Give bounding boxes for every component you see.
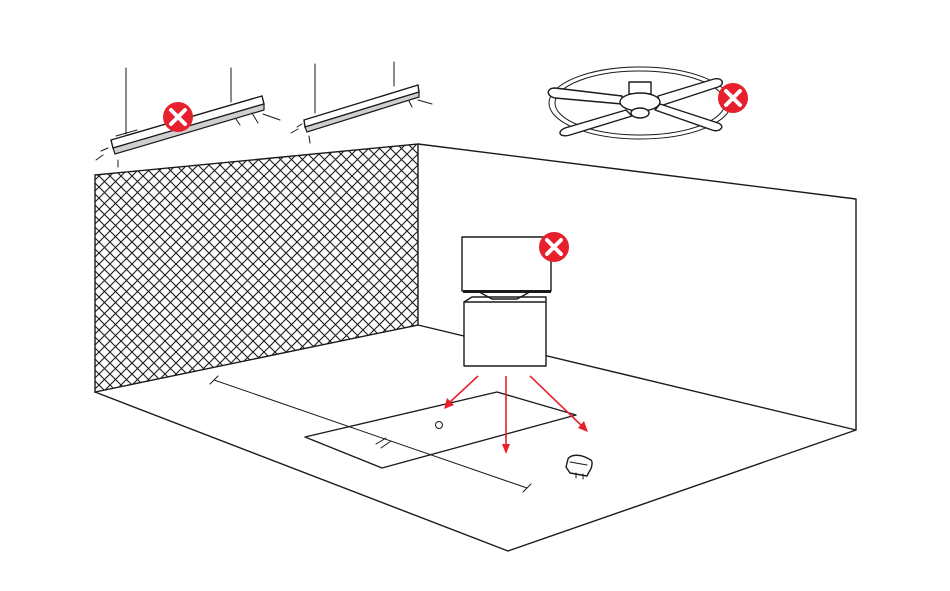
x-circle-icon xyxy=(163,102,193,132)
net-wall xyxy=(95,144,418,392)
launch-monitor xyxy=(566,455,592,479)
tv-on-stand xyxy=(462,237,551,366)
ceiling-fan xyxy=(548,67,731,139)
golf-ball xyxy=(436,422,443,429)
x-circle-icon xyxy=(718,83,748,113)
hitting-mat xyxy=(210,376,576,492)
ceiling-light-right xyxy=(291,62,432,143)
x-circle-icon xyxy=(539,232,569,262)
